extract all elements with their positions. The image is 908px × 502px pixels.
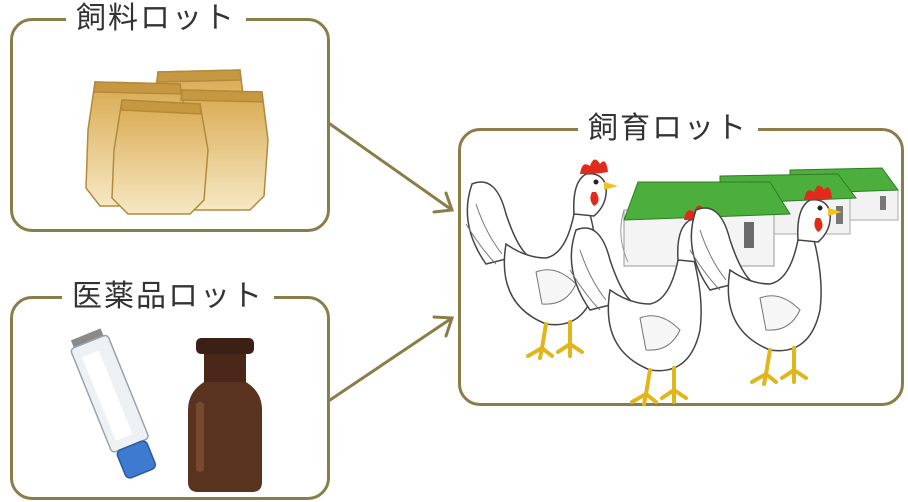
- breeding-lot-label: 飼育ロット: [578, 114, 758, 144]
- medicine-to-breeding-arrow: [328, 315, 455, 402]
- medicine-lot-label: 医薬品ロット: [62, 282, 274, 312]
- feed-lot-label: 飼料ロット: [66, 4, 246, 34]
- feed-to-breeding-arrow: [328, 122, 455, 214]
